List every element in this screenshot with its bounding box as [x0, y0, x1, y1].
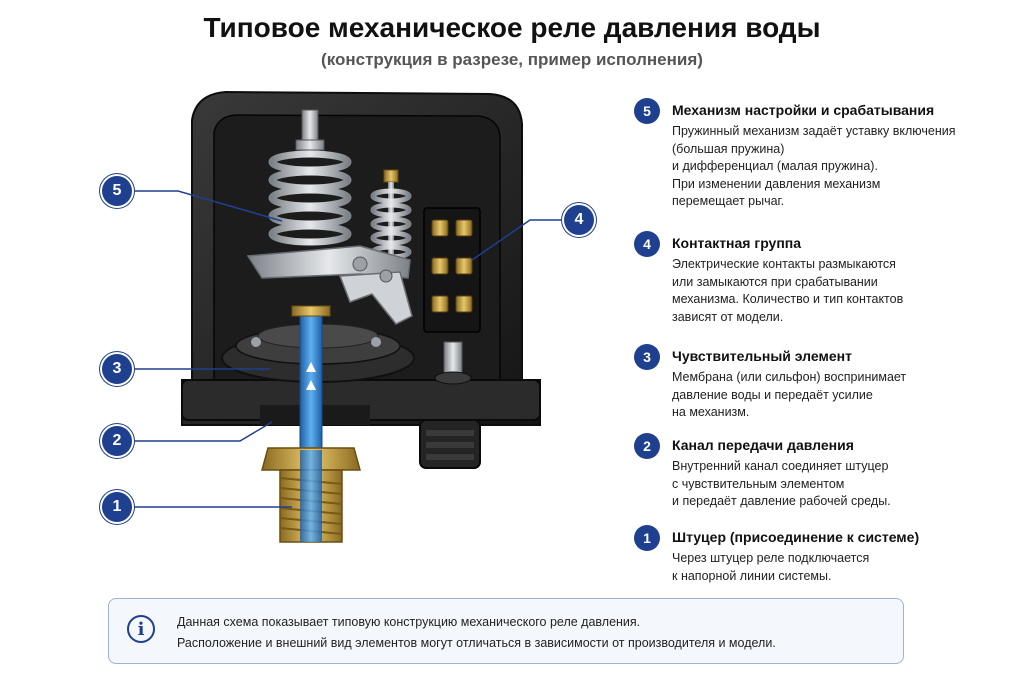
leader-line-4: [471, 219, 564, 261]
legend-description: Через штуцер реле подключается к напорно…: [672, 551, 870, 583]
callout-1: 1: [102, 492, 132, 522]
legend-number: 3: [634, 344, 660, 370]
pressure-relay-illustration: [132, 90, 564, 543]
legend-description: Мембрана (или сильфон) воспринимает давл…: [672, 370, 907, 419]
legend-description: Пружинный механизм задаёт уставку включе…: [672, 124, 956, 208]
lever-arm: [338, 271, 413, 325]
info-note-line-2: Расположение и внешний вид элементов мог…: [177, 636, 776, 650]
legend-number: 4: [634, 231, 660, 257]
large-spring: [268, 109, 352, 246]
callout-4: 4: [564, 205, 594, 235]
info-note-text: Данная схема показывает типовую конструк…: [177, 612, 776, 654]
page-title: Типовое механическое реле давления воды: [203, 12, 821, 43]
lever-plate: [246, 245, 411, 279]
adjusting-screw: [443, 341, 463, 377]
legend-title: Контактная группа: [672, 235, 802, 251]
legend-title: Канал передачи давления: [672, 437, 854, 453]
callout-5: 5: [102, 176, 132, 206]
legend-number: 1: [634, 525, 660, 551]
info-note-line-1: Данная схема показывает типовую конструк…: [177, 615, 641, 629]
legend-description: Электрические контакты размыкаются или з…: [672, 257, 904, 324]
small-spring: [370, 169, 412, 278]
legend-number: 5: [634, 98, 660, 124]
legend-title: Механизм настройки и срабатывания: [672, 102, 935, 118]
leader-line-5: [132, 190, 283, 222]
info-note: i Данная схема показывает типовую констр…: [108, 598, 904, 664]
brass-fitting: [261, 447, 361, 543]
callout-2: 2: [102, 426, 132, 456]
page-subtitle: (конструкция в разрезе, пример исполнени…: [321, 50, 703, 69]
legend-title: Штуцер (присоединение к системе): [672, 529, 920, 545]
legend-description: Внутренний канал соединяет штуцер с чувс…: [672, 459, 891, 508]
legend-number: 2: [634, 433, 660, 459]
legend-title: Чувствительный элемент: [672, 348, 852, 364]
contact-group: [423, 207, 481, 333]
callout-3: 3: [102, 354, 132, 384]
info-icon: i: [127, 615, 155, 643]
leader-line-2: [132, 421, 273, 442]
